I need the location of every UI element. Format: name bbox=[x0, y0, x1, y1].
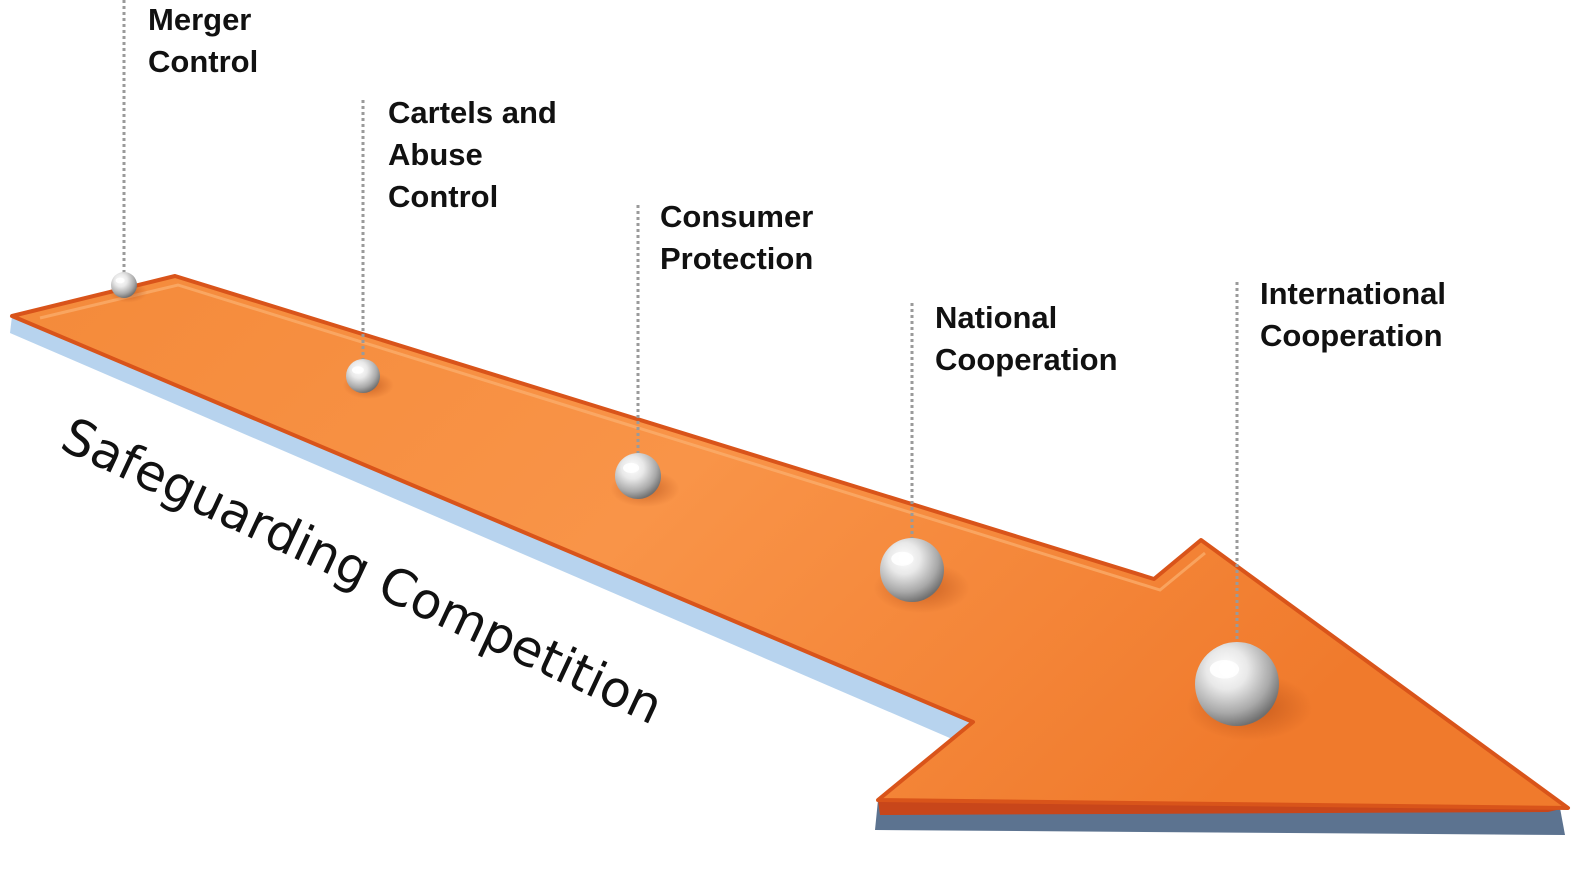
milestone-ball bbox=[111, 272, 137, 298]
milestone-label-line: Abuse bbox=[388, 137, 483, 172]
ball-highlight bbox=[891, 551, 914, 566]
milestone-label-line: Cartels and bbox=[388, 95, 557, 130]
milestone-label-line: National bbox=[935, 300, 1057, 335]
milestone-label-line: Consumer bbox=[660, 199, 813, 234]
ball-highlight bbox=[115, 277, 125, 284]
milestone-label-line: Merger bbox=[148, 2, 251, 37]
milestone-ball bbox=[1195, 642, 1279, 726]
milestone-ball bbox=[346, 359, 380, 393]
ball-highlight bbox=[623, 462, 640, 474]
arrow-side-face bbox=[10, 316, 973, 748]
arrow-shape bbox=[10, 274, 1570, 835]
milestone-label-line: Control bbox=[148, 44, 258, 79]
milestone-label-line: Cooperation bbox=[1260, 318, 1443, 353]
milestone-label-line: Protection bbox=[660, 241, 813, 276]
milestone-ball bbox=[615, 453, 661, 499]
arrow-bevel-highlight bbox=[39, 283, 1206, 592]
ball-highlight bbox=[1209, 660, 1240, 679]
arrow-top-face bbox=[10, 274, 1570, 810]
ball-highlight bbox=[351, 366, 364, 374]
milestone-label-line: International bbox=[1260, 276, 1446, 311]
milestone-label-line: Control bbox=[388, 179, 498, 214]
milestone-label-line: Cooperation bbox=[935, 342, 1118, 377]
milestone-ball bbox=[880, 538, 944, 602]
